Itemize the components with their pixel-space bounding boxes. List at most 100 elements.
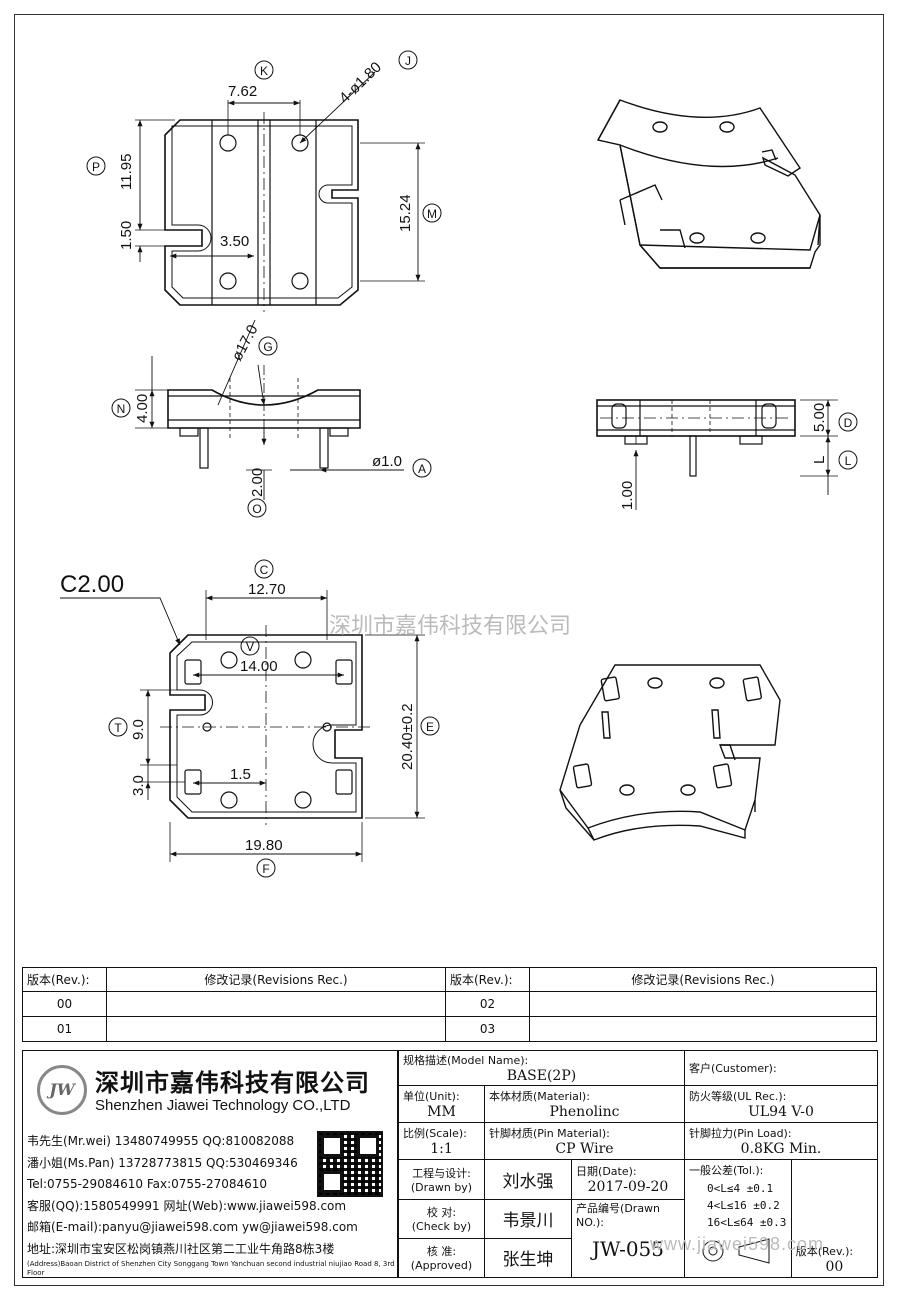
approved-label-en: (Approved) <box>410 1259 473 1273</box>
iso-view-top <box>596 99 821 269</box>
approved-label: 核 准: <box>426 1245 457 1259</box>
rev-row: 01 <box>22 1016 107 1042</box>
drawn-label: 工程与设计: <box>412 1166 471 1180</box>
bubble-L: L <box>838 450 858 470</box>
company-name-cn: 深圳市嘉伟科技有限公司 <box>95 1069 370 1097</box>
approved-value: 张生坤 <box>483 1237 573 1279</box>
svg-text:A: A <box>418 462 426 476</box>
dim-hole-dia: 4-ø1.80 <box>336 59 385 107</box>
contact-line: 邮箱(E-mail):panyu@jiawei598.com yw@jiawei… <box>27 1220 358 1234</box>
bubble-A: A <box>412 458 432 478</box>
qr-code <box>317 1131 383 1197</box>
dim-20-40: 20.40±0.2 <box>399 703 416 770</box>
unit-label: 单位(Unit): <box>403 1090 460 1104</box>
projection-symbol <box>702 1238 770 1265</box>
bubble-D: D <box>838 412 858 432</box>
tol-row: 0<L≤4 ±0.1 <box>706 1182 774 1196</box>
svg-text:D: D <box>844 416 853 430</box>
rec-header-right: 修改记录(Revisions Rec.) <box>529 967 877 992</box>
drawn-no-value: JW-055 <box>591 1236 665 1261</box>
ul-value: UL94 V-0 <box>748 1104 814 1121</box>
bubble-F: F <box>256 858 276 878</box>
contact-line: 韦先生(Mr.wei) 13480749955 QQ:810082088 <box>27 1134 295 1148</box>
tol-row: 16<L≤64 ±0.3 <box>706 1216 787 1230</box>
svg-text:F: F <box>262 862 269 876</box>
dim-c2: C2.00 <box>60 571 124 598</box>
bubble-K: K <box>254 60 274 80</box>
svg-text:M: M <box>427 207 437 221</box>
dim-3-50: 3.50 <box>220 233 249 250</box>
right-side-view <box>596 399 838 510</box>
bubble-J: J <box>398 50 418 70</box>
dim-5-00: 5.00 <box>811 403 828 432</box>
watermark-center: 深圳市嘉伟科技有限公司 <box>329 613 571 638</box>
pin-material-label: 针脚材质(Pin Material): <box>488 1127 610 1141</box>
dim-12-70: 12.70 <box>248 581 286 598</box>
address-en: (Address)Baoan District of Shenzhen City… <box>27 1260 395 1277</box>
model-label: 规格描述(Model Name): <box>403 1054 529 1068</box>
rec-header-left: 修改记录(Revisions Rec.) <box>106 967 446 992</box>
date-value: 2017-09-20 <box>587 1179 669 1196</box>
rev-header-right: 版本(Rev.): <box>445 967 530 992</box>
bubble-N: N <box>111 398 131 418</box>
svg-text:V: V <box>246 640 254 654</box>
tol-label: 一般公差(Tol.): <box>688 1164 764 1178</box>
dim-pin-dia: ø1.0 <box>372 453 402 470</box>
bubble-E: E <box>420 716 440 736</box>
contact-line: 地址:深圳市宝安区松岗镇燕川社区第二工业牛角路8栋3楼 <box>27 1241 335 1256</box>
dim-11-95: 11.95 <box>118 154 135 190</box>
contact-line: 潘小姐(Ms.Pan) 13728773815 QQ:530469346 <box>27 1155 298 1170</box>
svg-text:G: G <box>263 340 272 354</box>
contact-line: Tel:0755-29084610 Fax:0755-27084610 <box>27 1177 268 1191</box>
svg-text:T: T <box>114 721 122 735</box>
customer-label: 客户(Customer): <box>688 1062 777 1076</box>
rev-value: 00 <box>825 1259 844 1275</box>
svg-text:J: J <box>405 54 411 68</box>
dim-7-62: 7.62 <box>228 83 257 100</box>
svg-text:K: K <box>260 64 268 78</box>
bubble-P: P <box>86 156 106 176</box>
dim-1-00: 1.00 <box>619 481 636 510</box>
check-label-en: (Check by) <box>411 1220 472 1234</box>
company-name-en: Shenzhen Jiawei Technology CO.,LTD <box>95 1097 351 1114</box>
drawn-no-label: 产品编号(Drawn NO.): <box>576 1201 661 1229</box>
model-value: BASE(2P) <box>506 1068 577 1085</box>
svg-text:P: P <box>92 160 100 174</box>
rev-row: 03 <box>445 1016 530 1042</box>
rev-row: 00 <box>22 991 107 1017</box>
bubble-M: M <box>422 203 442 223</box>
dim-dia17: ø17.0 <box>229 322 262 364</box>
dim-14-00: 14.00 <box>240 658 278 675</box>
revision-table: 版本(Rev.): 修改记录(Revisions Rec.) 版本(Rev.):… <box>22 967 877 1042</box>
material-value: Phenolinc <box>549 1104 620 1121</box>
company-block: JW 深圳市嘉伟科技有限公司 Shenzhen Jiawei Technolog… <box>22 1050 398 1278</box>
pin-load-value: 0.8KG Min. <box>740 1141 822 1158</box>
unit-value: MM <box>427 1104 456 1121</box>
check-label: 校 对: <box>426 1206 457 1220</box>
dim-15-24: 15.24 <box>397 194 414 232</box>
svg-text:C: C <box>260 563 269 577</box>
svg-text:L: L <box>845 454 852 468</box>
drawing-border <box>14 14 884 1286</box>
drawn-label-en: (Drawn by) <box>410 1180 473 1194</box>
check-value: 韦景川 <box>483 1198 573 1239</box>
scale-label: 比例(Scale): <box>403 1127 467 1141</box>
rev-row: 02 <box>445 991 530 1017</box>
scale-value: 1:1 <box>430 1141 453 1158</box>
dim-19-80: 19.80 <box>245 837 283 854</box>
bubble-C: C <box>254 559 274 579</box>
bubble-V: V <box>240 636 260 656</box>
dim-1-50: 1.50 <box>118 221 135 250</box>
rev-label: 版本(Rev.): <box>795 1245 854 1258</box>
dim-1-5: 1.5 <box>230 766 251 783</box>
drawn-value: 刘水强 <box>483 1159 573 1200</box>
drawing-canvas: K J P M 7.62 4-ø1.80 11.95 1.50 3.50 15.… <box>60 50 858 878</box>
contact-line: 客服(QQ):1580549991 网址(Web):www.jiawei598.… <box>27 1198 347 1213</box>
watermark-bottom: www.jiawei598.com <box>650 1234 825 1254</box>
company-logo: JW <box>37 1065 87 1115</box>
material-label: 本体材质(Material): <box>488 1090 590 1104</box>
date-label: 日期(Date): <box>576 1165 637 1179</box>
dim-2-00: 2.00 <box>249 468 266 497</box>
bottom-view <box>60 590 425 862</box>
bubble-G: G <box>258 336 278 356</box>
